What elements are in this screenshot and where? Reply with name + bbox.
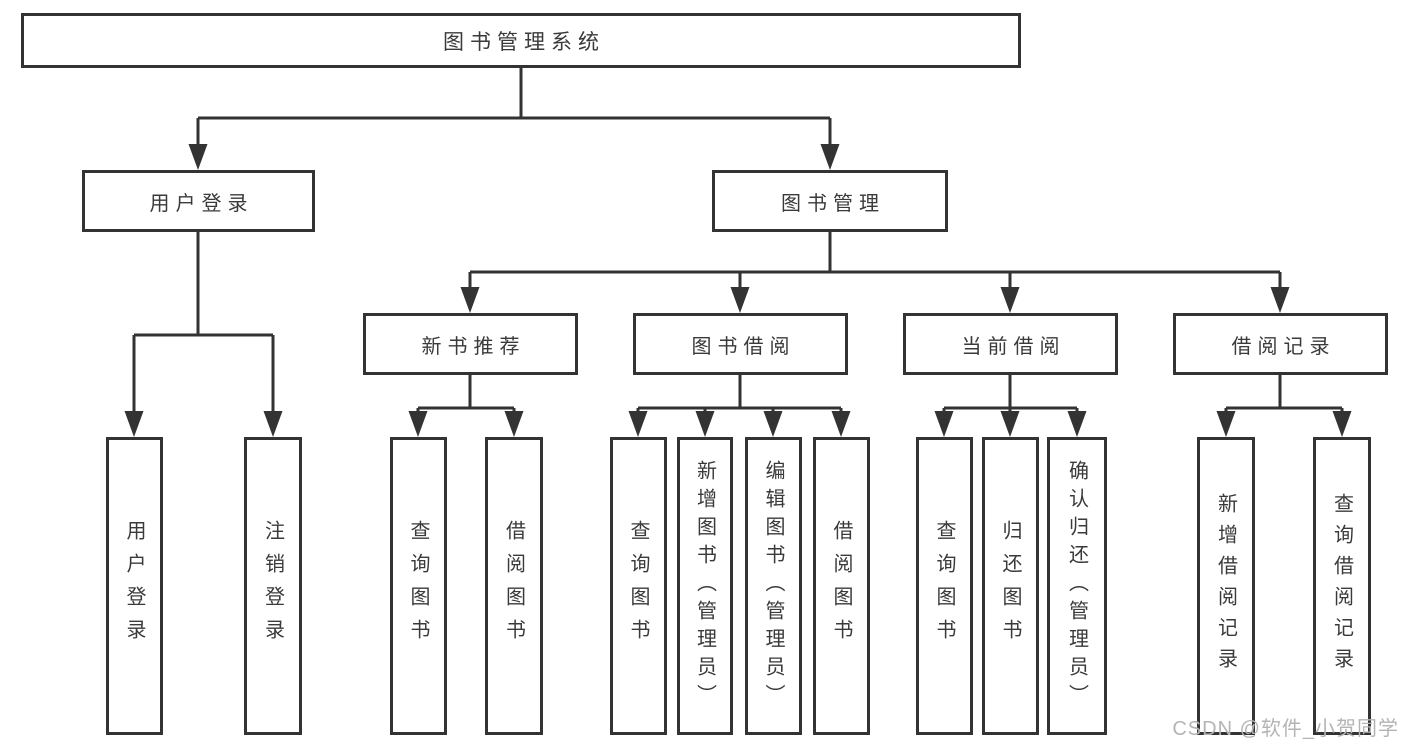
node-book-management: 图书管理 xyxy=(712,170,948,232)
node-label: 归还图书 xyxy=(999,520,1021,652)
node-label: 用户登录 xyxy=(123,520,145,652)
node-label: 编辑图书（管理员） xyxy=(762,460,784,712)
edge-user-login-children xyxy=(132,232,275,413)
arrowhead xyxy=(820,144,840,170)
node-borrow-records: 借阅记录 xyxy=(1173,313,1388,375)
edge-records-children xyxy=(1224,375,1344,413)
node-label: 查询图书 xyxy=(933,520,955,652)
node-label: 借阅图书 xyxy=(830,520,852,652)
node-label: 用户登录 xyxy=(149,192,254,215)
leaf-logout: 注销登录 xyxy=(244,437,302,735)
leaf-query-books-current: 查询图书 xyxy=(916,437,973,735)
leaf-confirm-return-admin: 确认归还（管理员） xyxy=(1047,437,1107,735)
node-library-system: 图书管理系统 xyxy=(21,13,1021,68)
node-label: 图书借阅 xyxy=(691,335,796,358)
arrowhead xyxy=(695,411,715,437)
arrowhead xyxy=(1000,287,1020,313)
arrowhead xyxy=(124,411,144,437)
arrowhead xyxy=(263,411,283,437)
node-label: 图书管理 xyxy=(781,192,885,215)
arrowhead xyxy=(504,411,524,437)
node-label: 确认归还（管理员） xyxy=(1065,460,1088,712)
edge-book-management-children xyxy=(468,232,1282,289)
leaf-borrow-books: 借阅图书 xyxy=(813,437,870,735)
edge-current-children xyxy=(942,375,1079,413)
arrowhead xyxy=(831,411,851,437)
leaf-edit-books-admin: 编辑图书（管理员） xyxy=(745,437,802,735)
arrowhead xyxy=(1000,411,1020,437)
watermark: CSDN @软件_小贺同学 xyxy=(1172,718,1399,740)
node-label: 查询借阅记录 xyxy=(1330,493,1353,679)
leaf-borrow-books-recommend: 借阅图书 xyxy=(485,437,543,735)
node-label: 查询图书 xyxy=(407,520,429,652)
leaf-add-borrow-record: 新增借阅记录 xyxy=(1197,437,1255,735)
arrowhead xyxy=(1067,411,1087,437)
node-label: 图书管理系统 xyxy=(443,30,605,54)
node-book-borrow: 图书借阅 xyxy=(633,313,848,375)
leaf-return-books: 归还图书 xyxy=(982,437,1039,735)
node-label: 借阅图书 xyxy=(502,520,525,652)
arrowhead xyxy=(460,287,480,313)
arrowhead xyxy=(188,144,208,170)
node-current-borrow: 当前借阅 xyxy=(903,313,1118,375)
node-label: 当前借阅 xyxy=(961,335,1066,358)
node-label: 新增图书（管理员） xyxy=(693,460,716,712)
leaf-query-borrow-record: 查询借阅记录 xyxy=(1313,437,1371,735)
leaf-query-books-borrow: 查询图书 xyxy=(610,437,667,735)
leaf-query-books-recommend: 查询图书 xyxy=(390,437,447,735)
node-label: 新增借阅记录 xyxy=(1214,493,1237,679)
node-new-book-recommend: 新书推荐 xyxy=(363,313,578,375)
node-label: 借阅记录 xyxy=(1231,335,1336,358)
arrowhead xyxy=(408,411,428,437)
node-user-login-group: 用户登录 xyxy=(82,170,315,232)
arrowhead xyxy=(934,411,954,437)
node-label: 查询图书 xyxy=(627,520,649,652)
leaf-user-login: 用户登录 xyxy=(106,437,163,735)
node-label: 新书推荐 xyxy=(421,335,526,358)
edge-borrow-children xyxy=(636,375,843,413)
edge-recommend-children xyxy=(416,375,516,413)
arrowhead xyxy=(763,411,783,437)
arrowhead xyxy=(1332,411,1352,437)
leaf-add-books-admin: 新增图书（管理员） xyxy=(677,437,733,735)
arrowhead xyxy=(1216,411,1236,437)
arrowhead xyxy=(1270,287,1290,313)
arrowhead xyxy=(628,411,648,437)
node-label: 注销登录 xyxy=(261,520,284,652)
arrowhead xyxy=(730,287,750,313)
edge-root-to-level2 xyxy=(196,68,832,146)
